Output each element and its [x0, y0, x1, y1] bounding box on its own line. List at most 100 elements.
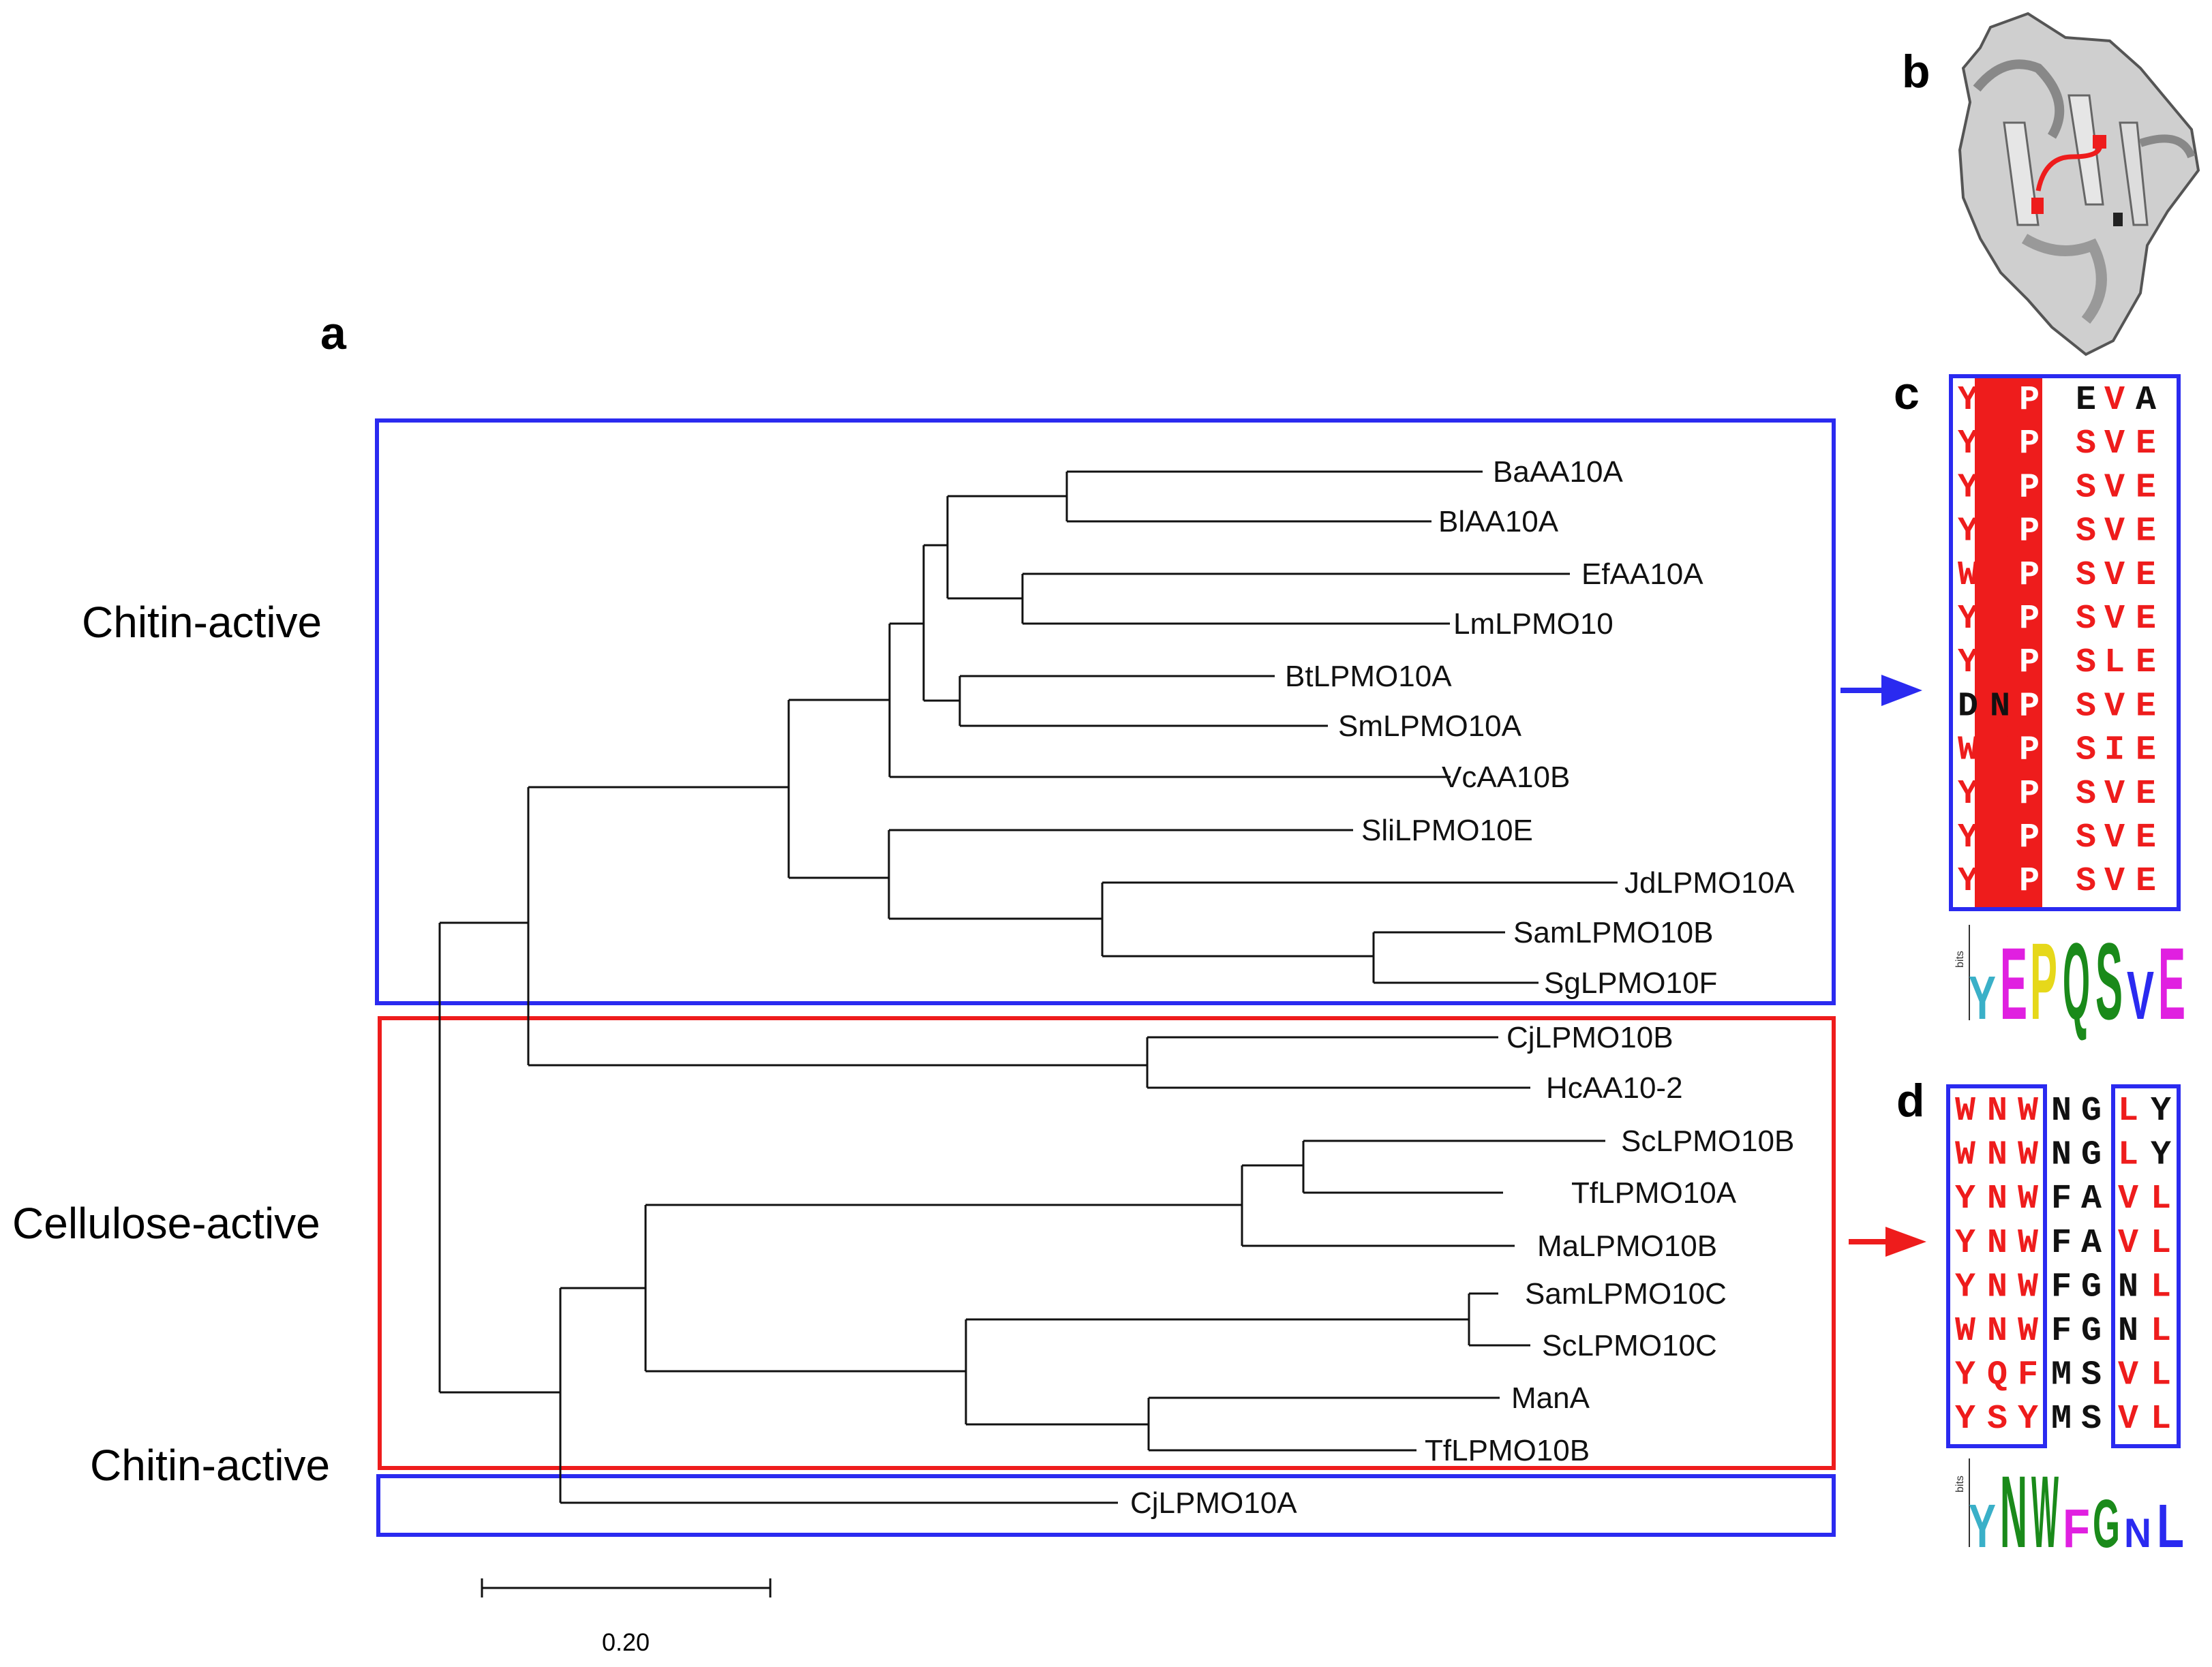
alignment-residue: W [1955, 1312, 1975, 1351]
alignment-residue: Y [1955, 1268, 1975, 1306]
alignment-residue: V [2104, 819, 2125, 857]
alignment-residue: L [2151, 1180, 2171, 1219]
alignment-residue: N [1987, 1312, 2008, 1351]
alignment-residue: Y [2151, 1092, 2171, 1131]
alignment-residue: Q [2047, 513, 2067, 551]
alignment-residue: Q [2047, 643, 2067, 682]
svg-text:bits: bits [1954, 1475, 1966, 1493]
alignment-residue: E [2076, 381, 2096, 420]
alignment-residue: A [2136, 381, 2156, 420]
leaf-label: SgLPMO10F [1544, 966, 1717, 1000]
alignment-residue: S [2076, 687, 2096, 726]
group-label-cellulose: Cellulose-active [12, 1199, 320, 1248]
alignment-residue: G [2081, 1268, 2102, 1306]
red-arrow-icon [1849, 1227, 1926, 1257]
alignment-residue: V [2118, 1400, 2138, 1439]
alignment-residue: W [2018, 1180, 2038, 1219]
alignment-residue: E [1990, 643, 2010, 682]
leaf-label: MaLPMO10B [1537, 1229, 1717, 1263]
alignment-residue: E [1990, 862, 2010, 901]
alignment-residue: Y [1958, 381, 1978, 420]
leaf-label: TfLPMO10A [1571, 1176, 1737, 1210]
scale-bar [481, 1578, 772, 1597]
alignment-residue: V [2118, 1180, 2138, 1219]
alignment-residue: Y [1955, 1224, 1975, 1263]
logo-letter: E [2000, 926, 2027, 1041]
logo-letter: P [2030, 920, 2057, 1042]
alignment-box-c [1949, 374, 2181, 911]
alignment-residue: T [1990, 381, 2010, 420]
alignment-residue: P [2019, 862, 2040, 901]
alignment-residue: P [2019, 381, 2040, 420]
alignment-residue: W [1955, 1136, 1975, 1175]
alignment-residue: Y [2018, 1400, 2038, 1439]
alignment-residue: P [2019, 687, 2040, 726]
alignment-residue: V [2104, 425, 2125, 463]
alignment-residue: Q [1987, 1356, 2008, 1395]
alignment-residue: M [2051, 1356, 2072, 1395]
group-label-chitin-bottom: Chitin-active [90, 1441, 330, 1490]
alignment-residue: S [2076, 425, 2096, 463]
alignment-residue: D [1958, 687, 1978, 726]
alignment-residue: L [2151, 1312, 2171, 1351]
alignment-residue: E [2136, 425, 2156, 463]
alignment-residue: P [2019, 731, 2040, 770]
alignment-residue: W [2018, 1268, 2038, 1306]
leaf-label: TfLPMO10B [1425, 1434, 1590, 1467]
alignment-residue: N [1987, 1268, 2008, 1306]
alignment-residue: N [2051, 1136, 2072, 1175]
alignment-residue: S [2076, 643, 2096, 682]
alignment-residue: E [2136, 819, 2156, 857]
panel-label-a: a [320, 307, 347, 359]
alignment-residue: Y [1958, 775, 1978, 814]
alignment-residue: N [1987, 1224, 2008, 1263]
alignment-residue: P [2019, 600, 2040, 639]
alignment-residue: Y [1958, 513, 1978, 551]
alignment-residue: M [2051, 1400, 2072, 1439]
alignment-residue: P [2019, 775, 2040, 814]
leaf-label: SmLPMO10A [1338, 709, 1522, 743]
alignment-residue: N [2118, 1312, 2138, 1351]
alignment-residue: E [2136, 775, 2156, 814]
alignment-residue: Q [2047, 687, 2067, 726]
alignment-residue: W [1958, 731, 1978, 770]
alignment-residue: Y [2151, 1136, 2171, 1175]
alignment-residue: P [2019, 556, 2040, 595]
alignment-residue: Y [1958, 468, 1978, 507]
alignment-residue: I [2104, 731, 2125, 770]
logo-letter: F [2063, 1498, 2090, 1559]
alignment-residue: S [2081, 1400, 2102, 1439]
alignment-residue: Q [2047, 425, 2067, 463]
alignment-residue: W [2018, 1224, 2038, 1263]
alignment-residue: V [2104, 687, 2125, 726]
alignment-residue: V [2118, 1224, 2138, 1263]
alignment-residue: G [2081, 1312, 2102, 1351]
cellulose-group-box [378, 1016, 1836, 1470]
alignment-residue: A [2081, 1180, 2102, 1219]
alignment-residue: E [2136, 513, 2156, 551]
alignment-residue: N [1987, 1180, 2008, 1219]
protein-structure-image [1958, 12, 2200, 356]
alignment-residue: Y [1955, 1400, 1975, 1439]
leaf-label: JdLPMO10A [1624, 866, 1795, 900]
alignment-residue: E [1990, 731, 2010, 770]
alignment-residue: W [2018, 1092, 2038, 1131]
alignment-residue: V [2118, 1356, 2138, 1395]
logo-letter: E [2158, 926, 2185, 1041]
alignment-box-d-right [2111, 1084, 2181, 1448]
alignment-residue: S [2081, 1356, 2102, 1395]
leaf-label: CjLPMO10A [1130, 1486, 1297, 1520]
alignment-residue: V [2104, 862, 2125, 901]
group-label-chitin-top: Chitin-active [82, 598, 322, 647]
alignment-residue: E [2136, 687, 2156, 726]
alignment-residue: E [1990, 513, 2010, 551]
alignment-residue: S [2076, 819, 2096, 857]
logo-letter: Q [2063, 920, 2090, 1042]
alignment-residue: P [2019, 819, 2040, 857]
alignment-residue: Q [2047, 819, 2067, 857]
alignment-residue: L [2151, 1268, 2171, 1306]
alignment-residue: P [2019, 643, 2040, 682]
